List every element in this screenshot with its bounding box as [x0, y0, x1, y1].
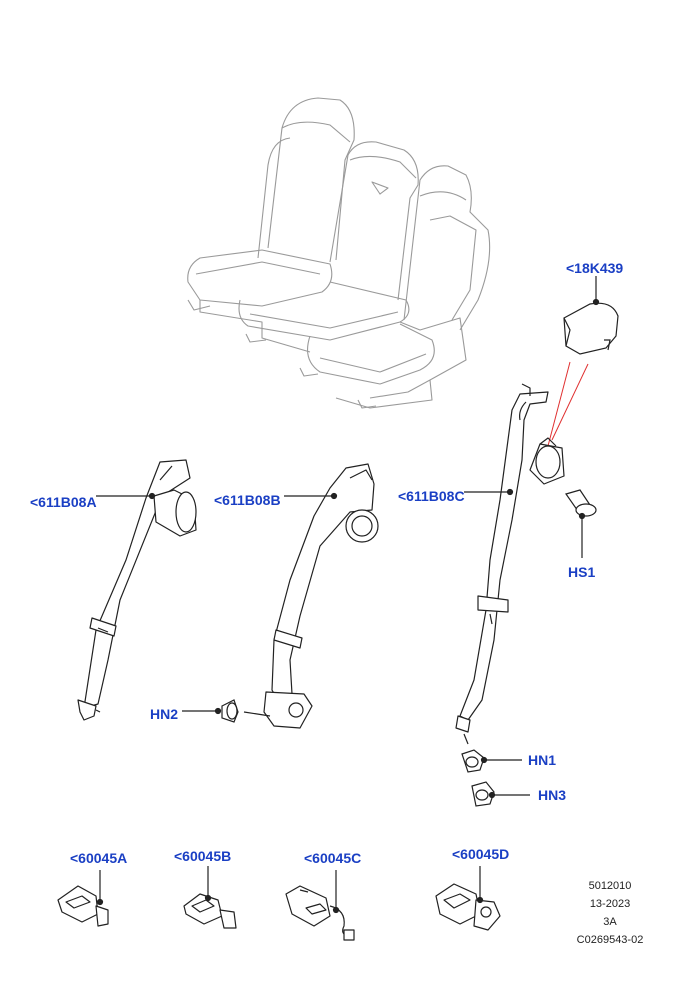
drawing-revision: 3A: [603, 916, 617, 928]
buckle-d: [435, 866, 501, 931]
buckle-c: [285, 870, 355, 941]
bolt-hs1: [565, 489, 597, 558]
nut-hn2: [182, 699, 239, 723]
label-611b08c: <611B08C: [398, 488, 465, 504]
label-hn2: HN2: [150, 706, 179, 722]
label-60045d: <60045D: [452, 846, 510, 862]
label-60045b: <60045B: [174, 848, 232, 864]
seat-belt-a: [77, 459, 197, 721]
label-611b08a: <611B08A: [30, 494, 97, 510]
nut-hn1: [461, 749, 522, 773]
label-hs1: HS1: [568, 564, 596, 580]
label-hn1: HN1: [528, 752, 557, 768]
label-60045c: <60045C: [304, 850, 362, 866]
red-leader-lines: [547, 361, 589, 447]
label-hn3: HN3: [538, 787, 567, 803]
seat-belt-c: [455, 383, 565, 745]
buckle-a: [57, 870, 109, 927]
drawing-date: 13-2023: [589, 898, 631, 910]
rear-seat-illustration: [187, 97, 491, 409]
trim-cover-part: [563, 276, 619, 355]
seat-belt-b: [243, 463, 379, 729]
drawing-code: 5012010: [588, 880, 632, 892]
buckle-b: [183, 866, 237, 929]
label-611b08b: <611B08B: [214, 492, 281, 508]
label-18k439: <18K439: [566, 260, 624, 276]
label-60045a: <60045A: [70, 850, 128, 866]
drawing-reference: C0269543-02: [576, 934, 644, 946]
nut-hn3: [471, 781, 530, 807]
